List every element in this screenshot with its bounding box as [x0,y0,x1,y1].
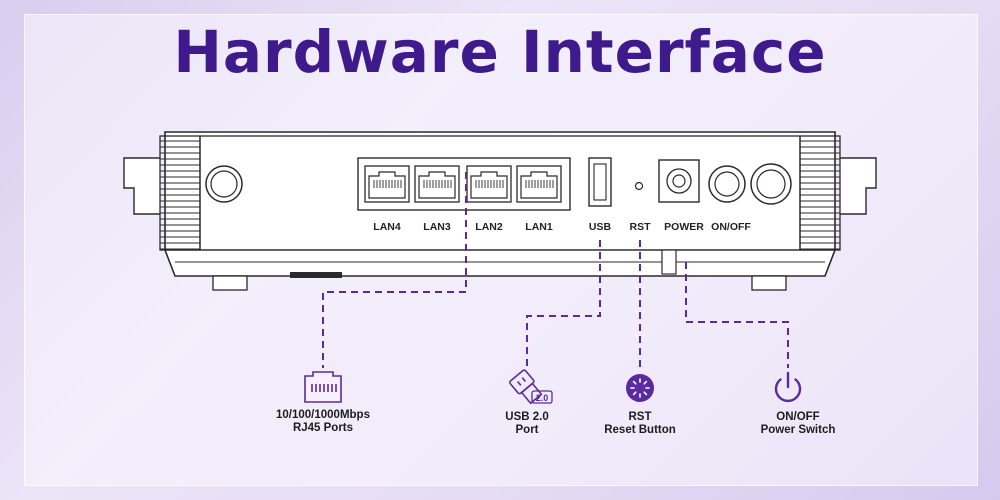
rj45-caption-line2: RJ45 Ports [292,422,354,434]
page-title: Hardware Interface [173,18,827,86]
power-icon [774,371,802,402]
lan3-label: LAN3 [423,221,451,233]
power-leader [685,262,789,368]
lan2-label: LAN2 [475,221,503,233]
lan4-port [364,165,410,203]
rj45-caption: 10/100/1000Mbps RJ45 Ports [223,409,423,435]
power-label: POWER [664,221,704,233]
usb-caption-line2: Port [515,424,539,436]
usb-leader [526,240,601,368]
power-caption-line1: ON/OFF [776,411,820,423]
power-caption-line2: Power Switch [760,424,836,436]
rst-label: RST [630,221,652,233]
rj45-leader [322,172,467,368]
ethernet-port-icon [304,371,342,403]
router-body [123,131,877,291]
usb-caption-line1: USB 2.0 [505,411,549,423]
leader-lines [322,172,789,368]
power-caption: ON/OFF Power Switch [698,411,898,437]
onoff-label: ON/OFF [711,221,751,233]
usb-caption: USB 2.0 Port [427,411,627,437]
rst-caption-line2: Reset Button [604,424,676,436]
lan1-label: LAN1 [525,221,553,233]
lan4-label: LAN4 [373,221,401,233]
usb-label: USB [589,221,612,233]
reset-button-icon [626,374,654,402]
rj45-caption-line1: 10/100/1000Mbps [276,409,370,421]
rst-caption: RST Reset Button [540,411,740,437]
rst-caption-line1: RST [628,411,652,423]
usb-version-label: 2.0 [536,393,549,403]
lan1-port [516,165,562,203]
lan2-port [466,165,512,203]
reset-hole [634,181,644,191]
lan3-port [414,165,460,203]
usb-plug-icon [509,369,553,405]
